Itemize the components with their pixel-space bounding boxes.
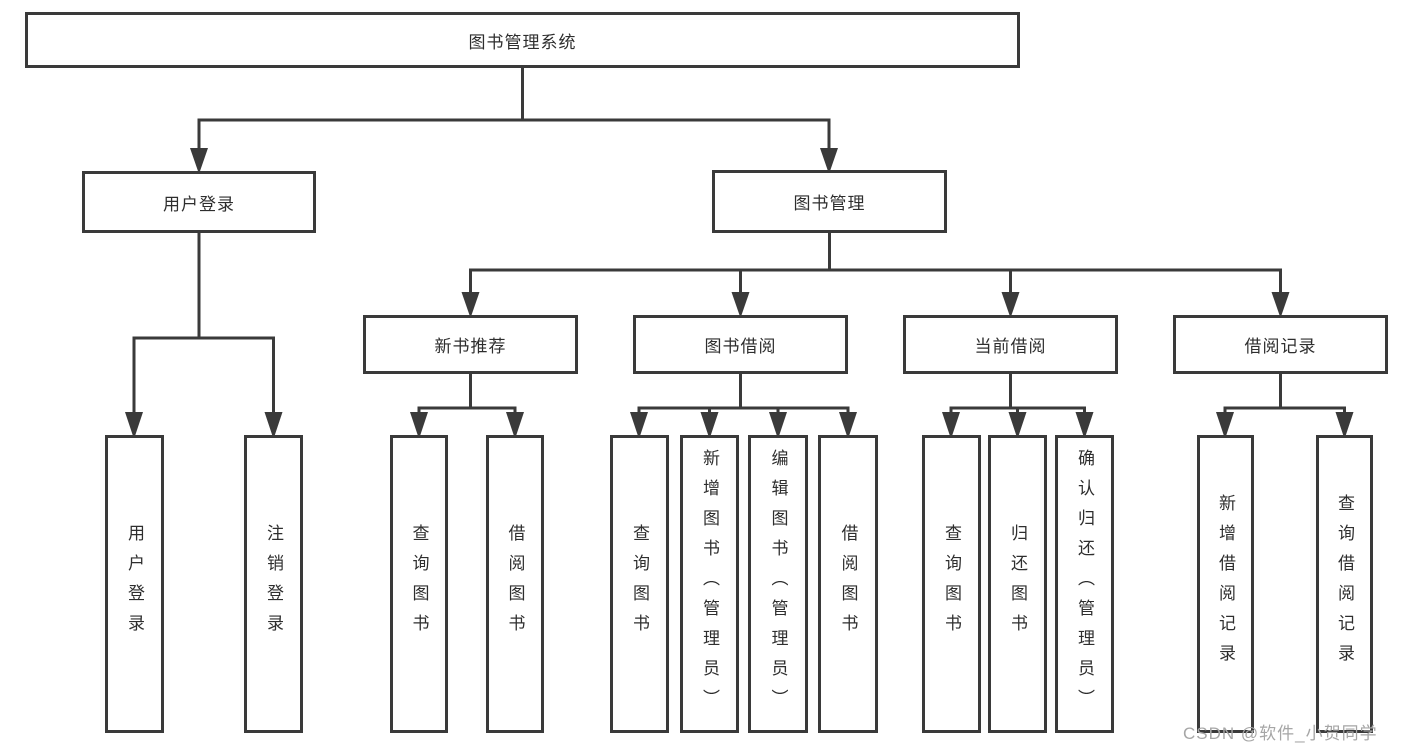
node-label: 图书借阅 bbox=[704, 337, 777, 356]
node-label: 借阅图书 bbox=[838, 524, 858, 644]
node-label: 查询借阅记录 bbox=[1335, 494, 1354, 674]
node-label: 新书推荐 bbox=[434, 337, 507, 356]
node-label: 新增图书（管理员） bbox=[700, 449, 719, 719]
node-label: 查询图书 bbox=[942, 524, 961, 644]
node-current-borrowing: 当前借阅 bbox=[903, 315, 1118, 374]
node-label: 查询图书 bbox=[630, 524, 649, 644]
node-library-management-system: 图书管理系统 bbox=[25, 12, 1020, 68]
node-book-borrowing: 图书借阅 bbox=[633, 315, 848, 374]
node-label: 借阅图书 bbox=[505, 524, 525, 644]
leaf-add-books-admin: 新增图书（管理员） bbox=[680, 435, 739, 733]
node-label: 用户登录 bbox=[163, 194, 235, 214]
leaf-user-login: 用户登录 bbox=[105, 435, 164, 733]
node-label: 新增借阅记录 bbox=[1216, 494, 1235, 674]
watermark-text: CSDN @软件_小贺同学 bbox=[1183, 724, 1378, 743]
node-label: 注销登录 bbox=[264, 524, 283, 644]
leaf-query-borrow-record: 查询借阅记录 bbox=[1316, 435, 1373, 733]
node-label: 用户登录 bbox=[125, 524, 144, 644]
leaf-borrow-books-recommend: 借阅图书 bbox=[486, 435, 544, 733]
node-user-login-group: 用户登录 bbox=[82, 171, 316, 233]
node-label: 当前借阅 bbox=[974, 337, 1047, 356]
leaf-edit-books-admin: 编辑图书（管理员） bbox=[748, 435, 808, 733]
node-label: 编辑图书（管理员） bbox=[768, 449, 788, 719]
node-book-management: 图书管理 bbox=[712, 170, 947, 233]
node-label: 图书管理系统 bbox=[468, 32, 577, 52]
node-label: 确认归还（管理员） bbox=[1075, 449, 1094, 719]
node-label: 归还图书 bbox=[1008, 524, 1027, 644]
arrowheads bbox=[125, 148, 1354, 439]
leaf-borrow-books: 借阅图书 bbox=[818, 435, 878, 733]
node-label: 图书管理 bbox=[793, 194, 866, 213]
node-label: 借阅记录 bbox=[1244, 337, 1317, 356]
node-borrowing-records: 借阅记录 bbox=[1173, 315, 1388, 374]
leaf-confirm-return-admin: 确认归还（管理员） bbox=[1055, 435, 1114, 733]
leaf-query-books-recommend: 查询图书 bbox=[390, 435, 448, 733]
leaf-query-books-borrow: 查询图书 bbox=[610, 435, 669, 733]
node-label: 查询图书 bbox=[409, 524, 429, 644]
node-new-book-recommendation: 新书推荐 bbox=[363, 315, 578, 374]
leaf-logout: 注销登录 bbox=[244, 435, 303, 733]
leaf-add-borrow-record: 新增借阅记录 bbox=[1197, 435, 1254, 733]
leaf-return-books: 归还图书 bbox=[988, 435, 1047, 733]
leaf-query-books-current: 查询图书 bbox=[922, 435, 981, 733]
